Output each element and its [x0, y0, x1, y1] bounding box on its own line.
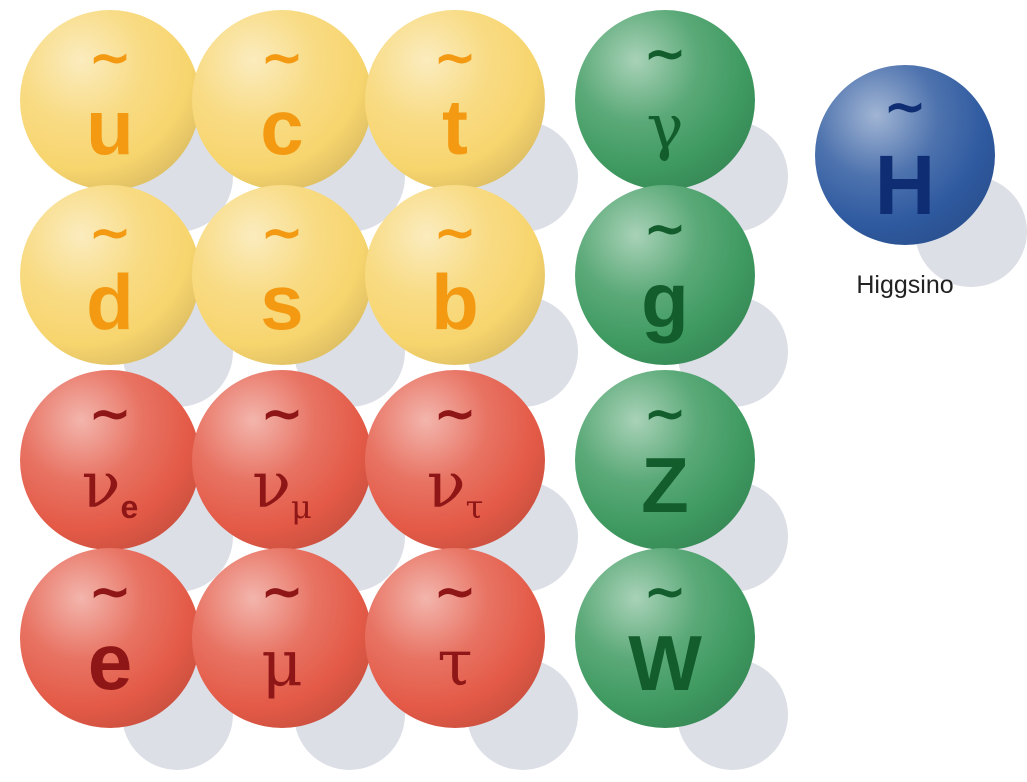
particle-subscript: e	[120, 489, 139, 526]
particle-symbol: Z	[641, 441, 689, 529]
particle-symbol: u	[86, 83, 134, 171]
slepton-nu-mu: ~ νμ	[192, 370, 372, 550]
slepton-nu-tau: ~ ντ	[365, 370, 545, 550]
slepton-e: ~ e	[20, 548, 200, 728]
particle-symbol: W	[628, 619, 702, 707]
gaugino-zino: ~ Z	[575, 370, 755, 550]
squark-c: ~ c	[192, 10, 372, 190]
tilde-mark: ~	[643, 199, 687, 259]
particle-symbol: νe	[81, 449, 139, 526]
particle-symbol: g	[641, 256, 689, 344]
squark-b: ~ b	[365, 185, 545, 365]
gaugino-photino: ~ γ	[575, 10, 755, 190]
tilde-mark: ~	[88, 384, 132, 444]
squark-t: ~ t	[365, 10, 545, 190]
tilde-mark: ~	[260, 28, 304, 88]
higgsino-ball: ~ H	[815, 65, 995, 245]
tilde-mark: ~	[433, 562, 477, 622]
particle-subscript: τ	[465, 488, 484, 527]
particle-symbol: γ	[646, 90, 684, 163]
tilde-mark: ~	[88, 562, 132, 622]
gaugino-wino: ~ W	[575, 548, 755, 728]
particle-symbol: c	[260, 83, 304, 171]
squark-u: ~ u	[20, 10, 200, 190]
tilde-mark: ~	[643, 562, 687, 622]
tilde-mark: ~	[88, 28, 132, 88]
squark-d: ~ d	[20, 185, 200, 365]
tilde-mark: ~	[260, 203, 304, 263]
particle-symbol: ντ	[426, 449, 484, 527]
tilde-mark: ~	[433, 28, 477, 88]
slepton-tau: ~ τ	[365, 548, 545, 728]
tilde-mark: ~	[643, 384, 687, 444]
tilde-mark: ~	[88, 203, 132, 263]
tilde-mark: ~	[433, 384, 477, 444]
particle-symbol: μ	[261, 627, 303, 701]
particle-symbol: d	[86, 258, 134, 346]
particle-symbol: b	[431, 258, 479, 346]
particle-subscript: μ	[291, 488, 312, 527]
tilde-mark: ~	[643, 24, 687, 84]
tilde-mark: ~	[883, 77, 927, 137]
squark-s: ~ s	[192, 185, 372, 365]
particle-symbol: νμ	[252, 449, 312, 527]
particle-symbol: s	[260, 258, 304, 346]
particle-symbol: t	[442, 83, 468, 171]
higgsino-label: Higgsino	[856, 271, 954, 299]
slepton-mu: ~ μ	[192, 548, 372, 728]
gaugino-gluino: ~ g	[575, 185, 755, 365]
particle-symbol: τ	[437, 627, 473, 701]
tilde-mark: ~	[260, 562, 304, 622]
tilde-mark: ~	[260, 384, 304, 444]
slepton-nu-e: ~ νe	[20, 370, 200, 550]
tilde-mark: ~	[433, 203, 477, 263]
particle-symbol: e	[87, 617, 133, 706]
particle-symbol: H	[874, 138, 936, 232]
